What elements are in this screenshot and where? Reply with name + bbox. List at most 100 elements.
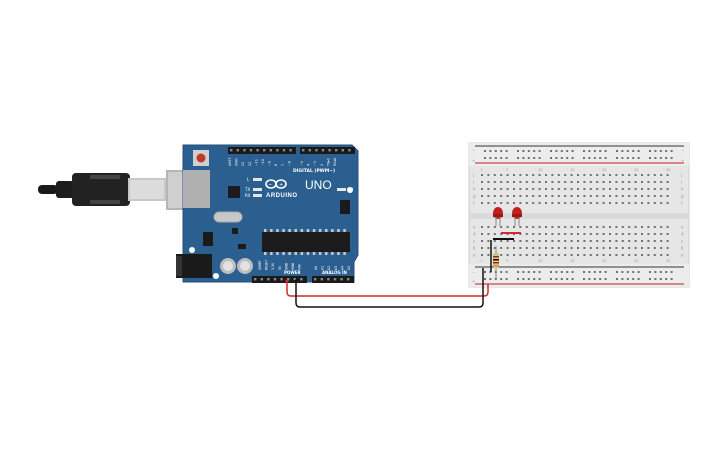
breadboard-hole[interactable] [551, 226, 554, 228]
breadboard-hole[interactable] [545, 202, 547, 204]
rail-hole[interactable] [604, 271, 607, 273]
breadboard-hole[interactable] [634, 226, 637, 228]
breadboard-hole[interactable] [628, 226, 631, 228]
breadboard-hole[interactable] [602, 195, 605, 197]
breadboard-hole[interactable] [557, 240, 560, 242]
breadboard-hole[interactable] [660, 174, 663, 176]
breadboard-hole[interactable] [487, 174, 490, 176]
breadboard-hole[interactable] [538, 188, 541, 190]
breadboard-hole[interactable] [628, 202, 631, 204]
breadboard-hole[interactable] [564, 226, 567, 228]
power-pin[interactable] [267, 278, 270, 281]
breadboard-hole[interactable] [583, 181, 586, 183]
breadboard-hole[interactable] [641, 247, 643, 249]
breadboard-hole[interactable] [653, 226, 656, 228]
power-pin[interactable] [300, 278, 303, 281]
power-wire-5v[interactable] [286, 281, 489, 297]
breadboard-hole[interactable] [641, 188, 643, 190]
rail-hole[interactable] [632, 157, 635, 159]
breadboard-hole[interactable] [577, 181, 579, 183]
analog-pin[interactable] [320, 278, 323, 281]
breadboard-hole[interactable] [577, 195, 579, 197]
rail-hole[interactable] [517, 271, 519, 273]
breadboard-hole[interactable] [538, 202, 541, 204]
breadboard-hole[interactable] [609, 188, 611, 190]
rail-hole[interactable] [522, 271, 525, 273]
rail-hole[interactable] [560, 271, 563, 273]
breadboard-hole[interactable] [589, 181, 592, 183]
rail-hole[interactable] [538, 271, 541, 273]
breadboard-hole[interactable] [500, 202, 503, 204]
breadboard-hole[interactable] [666, 202, 669, 204]
rail-hole[interactable] [560, 157, 563, 159]
rail-hole[interactable] [522, 278, 525, 280]
rail-hole[interactable] [621, 157, 624, 159]
breadboard-hole[interactable] [647, 226, 650, 228]
breadboard-hole[interactable] [615, 233, 618, 235]
breadboard-hole[interactable] [596, 240, 599, 242]
rail-hole[interactable] [665, 271, 668, 273]
breadboard-hole[interactable] [634, 202, 637, 204]
breadboard-hole[interactable] [666, 233, 669, 235]
breadboard-hole[interactable] [506, 254, 509, 256]
breadboard-hole[interactable] [545, 174, 547, 176]
breadboard-hole[interactable] [647, 188, 650, 190]
breadboard-hole[interactable] [641, 174, 643, 176]
rail-hole[interactable] [522, 150, 525, 152]
breadboard-hole[interactable] [545, 240, 547, 242]
breadboard-hole[interactable] [570, 226, 573, 228]
breadboard-hole[interactable] [545, 195, 547, 197]
red-led-2[interactable] [512, 207, 522, 226]
rail-hole[interactable] [555, 271, 558, 273]
header-pin[interactable] [256, 149, 259, 152]
header-pin[interactable] [269, 149, 272, 152]
rail-hole[interactable] [626, 150, 629, 152]
power-jack[interactable] [176, 254, 212, 278]
breadboard-hole[interactable] [666, 174, 669, 176]
analog-pin[interactable] [333, 278, 337, 281]
rail-hole[interactable] [571, 150, 574, 152]
breadboard-hole[interactable] [621, 195, 624, 197]
breadboard-hole[interactable] [647, 174, 650, 176]
rail-hole[interactable] [593, 150, 596, 152]
breadboard-hole[interactable] [513, 226, 515, 228]
breadboard-hole[interactable] [589, 233, 592, 235]
breadboard-hole[interactable] [602, 202, 605, 204]
breadboard-hole[interactable] [615, 174, 618, 176]
breadboard-hole[interactable] [660, 181, 663, 183]
header-pin[interactable] [341, 149, 344, 152]
breadboard-hole[interactable] [628, 240, 631, 242]
breadboard-hole[interactable] [596, 254, 599, 256]
power-pin[interactable] [254, 278, 257, 281]
breadboard-hole[interactable] [609, 174, 611, 176]
breadboard-hole[interactable] [538, 233, 541, 235]
breadboard-hole[interactable] [647, 247, 650, 249]
breadboard-hole[interactable] [602, 240, 605, 242]
rail-hole[interactable] [484, 278, 486, 280]
breadboard-hole[interactable] [564, 240, 567, 242]
breadboard-hole[interactable] [660, 188, 663, 190]
breadboard-hole[interactable] [653, 247, 656, 249]
breadboard-hole[interactable] [506, 174, 509, 176]
breadboard-hole[interactable] [519, 195, 522, 197]
breadboard-hole[interactable] [551, 202, 554, 204]
breadboard-hole[interactable] [602, 181, 605, 183]
breadboard-hole[interactable] [596, 195, 599, 197]
breadboard-hole[interactable] [538, 254, 541, 256]
breadboard-hole[interactable] [525, 233, 528, 235]
breadboard-hole[interactable] [506, 188, 509, 190]
breadboard-hole[interactable] [570, 181, 573, 183]
rail-hole[interactable] [637, 157, 640, 159]
red-led-1[interactable] [493, 207, 503, 226]
rail-hole[interactable] [555, 278, 558, 280]
header-pin[interactable] [263, 149, 266, 152]
breadboard-hole[interactable] [513, 181, 515, 183]
rail-hole[interactable] [566, 150, 569, 152]
breadboard-hole[interactable] [551, 247, 554, 249]
breadboard-hole[interactable] [506, 226, 509, 228]
rail-hole[interactable] [538, 150, 541, 152]
rail-hole[interactable] [517, 150, 519, 152]
rail-hole[interactable] [616, 278, 618, 280]
breadboard-hole[interactable] [666, 181, 669, 183]
